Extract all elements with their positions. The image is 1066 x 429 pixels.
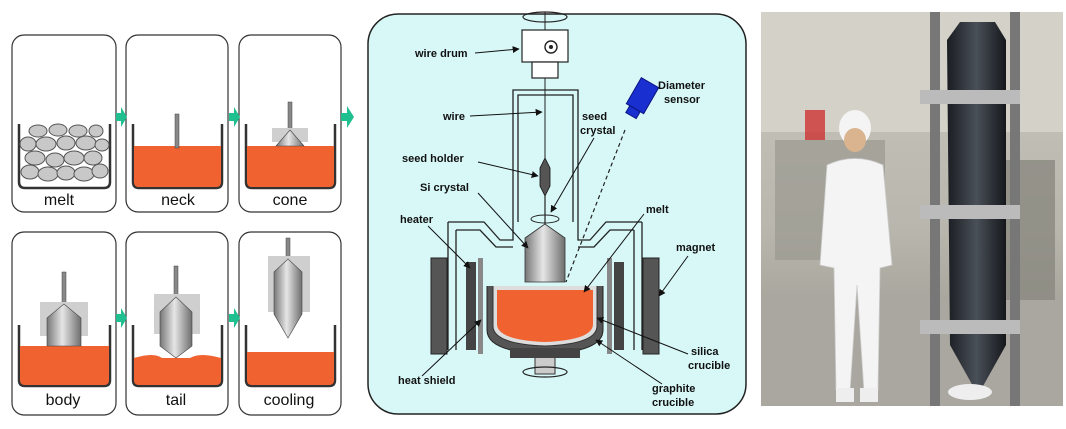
stage-panel-body: body <box>11 231 117 416</box>
ingot-photo <box>761 12 1063 406</box>
arrow-melt-to-neck <box>116 107 127 127</box>
label-heat-shield: heat shield <box>398 375 455 387</box>
apparatus-labels: wire drum Diameter sensor wire seed crys… <box>398 46 730 409</box>
stage-label-cone: cone <box>273 192 308 209</box>
magnet-left <box>430 257 448 355</box>
magnet-right <box>642 257 660 355</box>
arrow-cone-to-next <box>341 106 354 128</box>
stage-label-body: body <box>46 392 81 409</box>
stage-label-melt: melt <box>44 192 75 209</box>
stage-panel-cone: cone <box>238 34 342 213</box>
label-graphite-1: graphite <box>652 383 695 395</box>
process-stages: melt neck cone body <box>11 34 354 416</box>
label-wire: wire <box>442 111 465 123</box>
label-wire-drum: wire drum <box>414 48 468 60</box>
arrow-tail-to-cooling <box>229 308 240 328</box>
rotation-arrow-bottom <box>522 366 568 378</box>
arrow-neck-to-cone <box>229 107 240 127</box>
label-silica-1: silica <box>691 346 719 358</box>
czochralski-apparatus: wire drum Diameter sensor wire seed crys… <box>367 11 747 415</box>
heater-left <box>466 262 476 350</box>
stage-panel-cooling: cooling <box>238 231 342 416</box>
si-crystal <box>524 223 566 283</box>
label-silica-2: crucible <box>688 360 730 372</box>
stage-panel-neck: neck <box>125 34 229 213</box>
melt-pool <box>497 290 593 342</box>
label-diameter-2: sensor <box>664 94 701 106</box>
label-si-crystal: Si crystal <box>420 182 469 194</box>
stage-panel-tail: tail <box>125 231 229 416</box>
label-magnet: magnet <box>676 242 715 254</box>
stage-label-cooling: cooling <box>264 392 315 409</box>
stage-panel-melt: melt <box>11 34 117 213</box>
stage-arrows <box>116 106 354 328</box>
diameter-sensor <box>625 76 660 120</box>
silicon-chunks <box>19 123 110 182</box>
arrow-body-to-tail <box>116 308 127 328</box>
label-seed-holder: seed holder <box>402 153 464 165</box>
stage-label-neck: neck <box>161 192 196 209</box>
sensor-beam <box>565 129 626 283</box>
label-seed-2: crystal <box>580 125 615 137</box>
label-melt: melt <box>646 204 669 216</box>
label-seed-1: seed <box>582 111 607 123</box>
person-cleanroom-suit <box>819 110 893 402</box>
label-heater: heater <box>400 214 434 226</box>
furnace-chamber <box>447 222 643 350</box>
label-graphite-2: crucible <box>652 397 694 409</box>
stage-label-tail: tail <box>166 392 186 409</box>
heater-right <box>614 262 624 350</box>
label-diameter-1: Diameter <box>658 80 706 92</box>
